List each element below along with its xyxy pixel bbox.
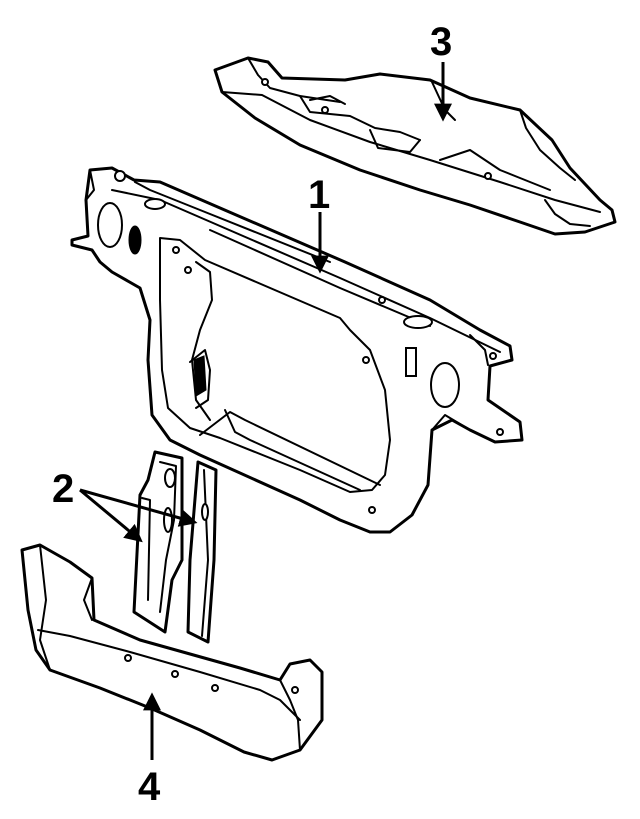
callout-4: 4: [138, 692, 161, 809]
callout-3: 3: [430, 20, 452, 122]
callout-2: 2: [52, 467, 198, 543]
callout-3-label: 3: [430, 20, 452, 64]
part-2-left-bracket: [132, 450, 184, 634]
part-1-radiator-support: [70, 166, 524, 534]
callout-1: 1: [308, 173, 330, 274]
callout-2-label: 2: [52, 467, 74, 511]
callout-1-label: 1: [308, 173, 330, 217]
part-4-lower-deflector: [20, 543, 324, 762]
callout-2-arrow-right: [79, 488, 198, 527]
part-3-upper-cover: [213, 56, 617, 236]
part-2-right-bracket: [186, 460, 218, 644]
callout-4-label: 4: [138, 765, 161, 809]
callout-2-arrow-left: [79, 488, 143, 543]
